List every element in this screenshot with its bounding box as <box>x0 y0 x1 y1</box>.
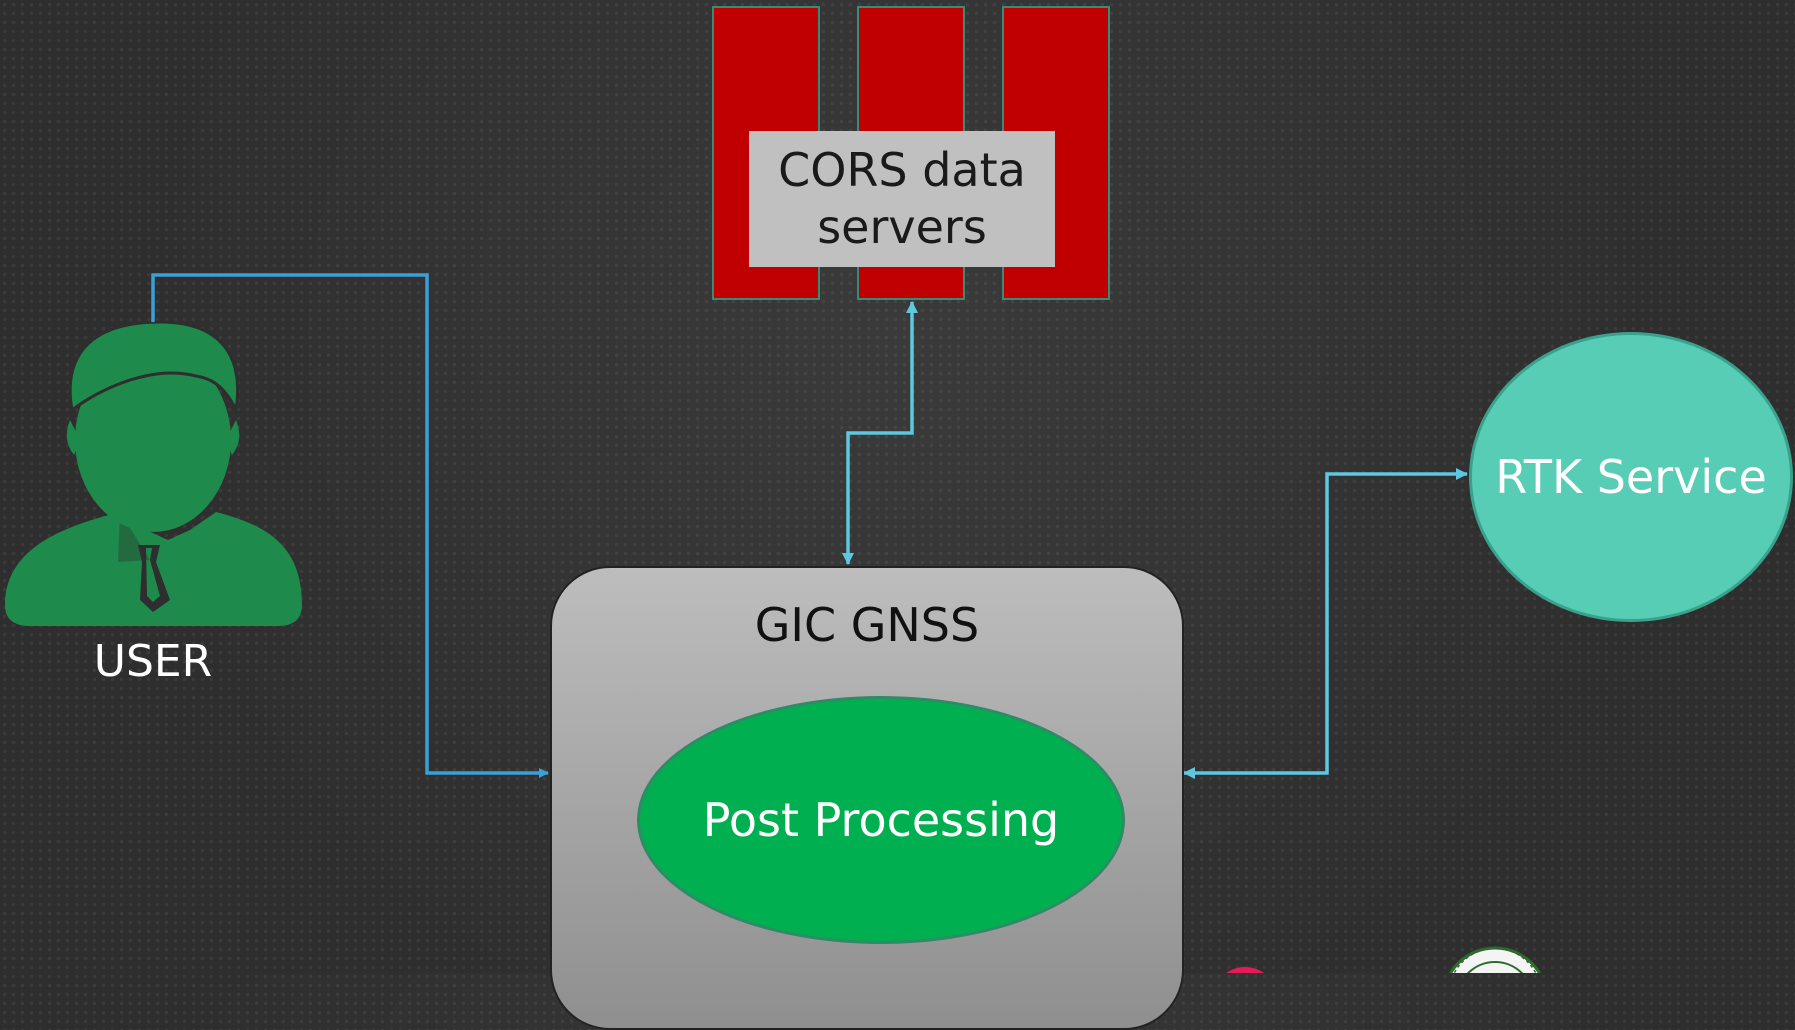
seal-icon <box>1448 946 1542 973</box>
post-processing-node <box>637 696 1125 944</box>
cors-data-servers-label: CORS data servers <box>749 131 1055 267</box>
post-processing-label: Post Processing <box>702 792 1060 847</box>
user-label: USER <box>93 636 213 687</box>
gic-gnss-title: GIC GNSS <box>754 598 980 652</box>
connectors <box>151 273 1468 779</box>
rtk-service-label: RTK Service <box>1495 449 1767 504</box>
gic-rtk-connector <box>1183 468 1468 779</box>
logo-icon <box>1226 967 1264 973</box>
rtk-service-node <box>1469 332 1793 622</box>
cors-gic-connector <box>842 301 918 565</box>
user-to-gic-connector <box>151 273 549 778</box>
user-icon <box>5 320 302 626</box>
